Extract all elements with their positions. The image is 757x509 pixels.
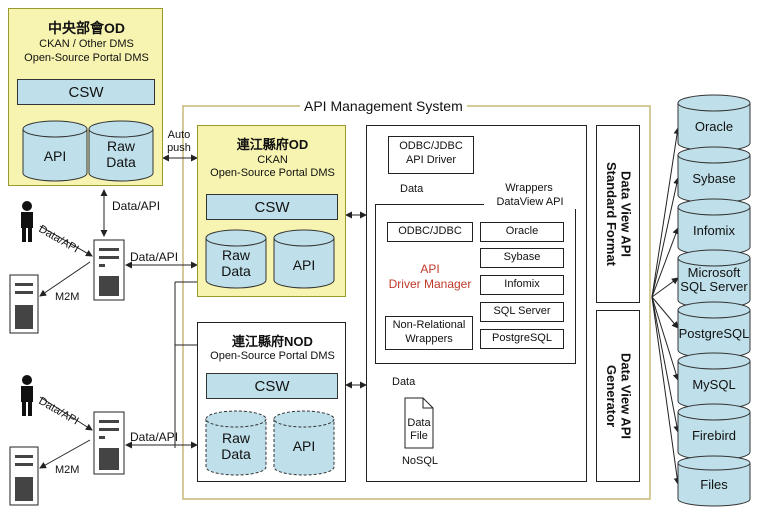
non-relational-line1: Non-Relational [392, 319, 466, 331]
odbc-driver-line2: API Driver [405, 154, 457, 166]
county-nod-cylinders [205, 410, 335, 476]
county-nod-cyl-raw-1: Raw [221, 430, 250, 446]
central-csw: CSW [17, 79, 155, 105]
db-postgresql: PostgreSQL [678, 326, 750, 341]
data-api-label-od: Data/API [130, 250, 179, 264]
db-sqlserver: Microsoft SQL Server [680, 265, 748, 294]
county-od-cyl-raw-2: Data [221, 263, 251, 279]
central-cylinders [22, 120, 154, 182]
county-nod-csw: CSW [206, 373, 338, 399]
auto-push-label-1: Auto [167, 129, 191, 141]
nosql-label: NoSQL [401, 455, 439, 467]
odbc-api-driver-box: ODBC/JDBC API Driver [388, 136, 474, 174]
county-od-csw: CSW [206, 194, 338, 220]
wrappers-label-2: DataView API [484, 196, 576, 209]
dv-standard-label: Data View API Standard Format [604, 161, 634, 266]
county-nod-line2: Open-Source Portal DMS [210, 350, 335, 362]
wrapper-sqlserver: SQL Server [480, 302, 564, 322]
dv-standard-box: Data View API Standard Format [596, 125, 640, 303]
wrappers-label-1: Wrappers [505, 182, 553, 194]
m2m-label-top: M2M [55, 291, 80, 303]
db-infomix: Infomix [693, 223, 735, 238]
central-od-line2: CKAN / Other DMS [39, 38, 134, 50]
db-oracle: Oracle [694, 119, 734, 134]
wrapper-oracle: Oracle [480, 222, 564, 242]
county-nod-title: 連江縣府NOD [232, 334, 313, 349]
central-cyl-api: API [43, 148, 67, 164]
wrapper-postgresql-label: PostgreSQL [492, 332, 552, 344]
wrapper-sybase-label: Sybase [503, 251, 541, 263]
odbc-jdbc-label: ODBC/JDBC [398, 225, 462, 237]
file-data-label: Data [392, 376, 416, 388]
api-management-title: API Management System [300, 99, 467, 114]
m2m-label-bottom: M2M [55, 464, 80, 476]
county-nod-cyl-raw-2: Data [221, 446, 251, 462]
odbc-jdbc-box: ODBC/JDBC [387, 222, 473, 242]
county-nod-cyl-api: API [292, 438, 316, 454]
non-relational-line2: Wrappers [405, 333, 453, 345]
central-od-panel: 中央部會OD CKAN / Other DMS Open-Source Port… [8, 8, 163, 186]
db-sybase: Sybase [692, 171, 736, 186]
county-od-cyl-raw-1: Raw [221, 247, 250, 263]
county-od-title: 連江縣府OD [236, 137, 309, 152]
non-relational-box: Non-Relational Wrappers [385, 316, 473, 350]
driver-manager-line1: API [420, 262, 440, 276]
wrapper-infomix-label: Infomix [504, 278, 540, 290]
db-mysql: MySQL [692, 377, 736, 392]
county-od-cyl-api: API [292, 257, 316, 273]
county-od-cylinders [205, 229, 335, 289]
data-api-label-vertical: Data/API [112, 199, 161, 213]
data-file-line1: Data [407, 417, 431, 429]
dv-generator-label: Data View API Generator [604, 353, 634, 439]
wrapper-infomix: Infomix [480, 275, 564, 295]
driver-manager-line2: Driver Manager [388, 277, 472, 291]
odbc-driver-line1: ODBC/JDBC [399, 140, 463, 152]
wrapper-postgresql: PostgreSQL [480, 329, 564, 349]
wrapper-sqlserver-label: SQL Server [493, 305, 551, 317]
auto-push-label-2: push [167, 142, 191, 154]
county-od-panel: 連江縣府OD CKAN Open-Source Portal DMS CSW R… [197, 125, 346, 297]
county-nod-panel: 連江縣府NOD Open-Source Portal DMS CSW Raw D… [197, 322, 346, 482]
data-file-line2: File [410, 430, 428, 442]
county-od-line2: CKAN [257, 154, 288, 166]
central-cyl-raw-2: Data [106, 154, 136, 170]
central-od-line3: Open-Source Portal DMS [24, 52, 149, 64]
county-od-line3: Open-Source Portal DMS [210, 167, 335, 179]
wrapper-oracle-label: Oracle [505, 225, 539, 237]
dv-generator-box: Data View API Generator [596, 310, 640, 482]
data-api-label-nod: Data/API [130, 430, 179, 444]
wrapper-sybase: Sybase [480, 248, 564, 268]
db-firebird: Firebird [691, 428, 737, 443]
db-files: Files [700, 477, 728, 492]
central-cyl-raw-1: Raw [106, 138, 135, 154]
driver-data-label: Data [400, 183, 424, 195]
central-od-title: 中央部會OD [48, 20, 125, 36]
